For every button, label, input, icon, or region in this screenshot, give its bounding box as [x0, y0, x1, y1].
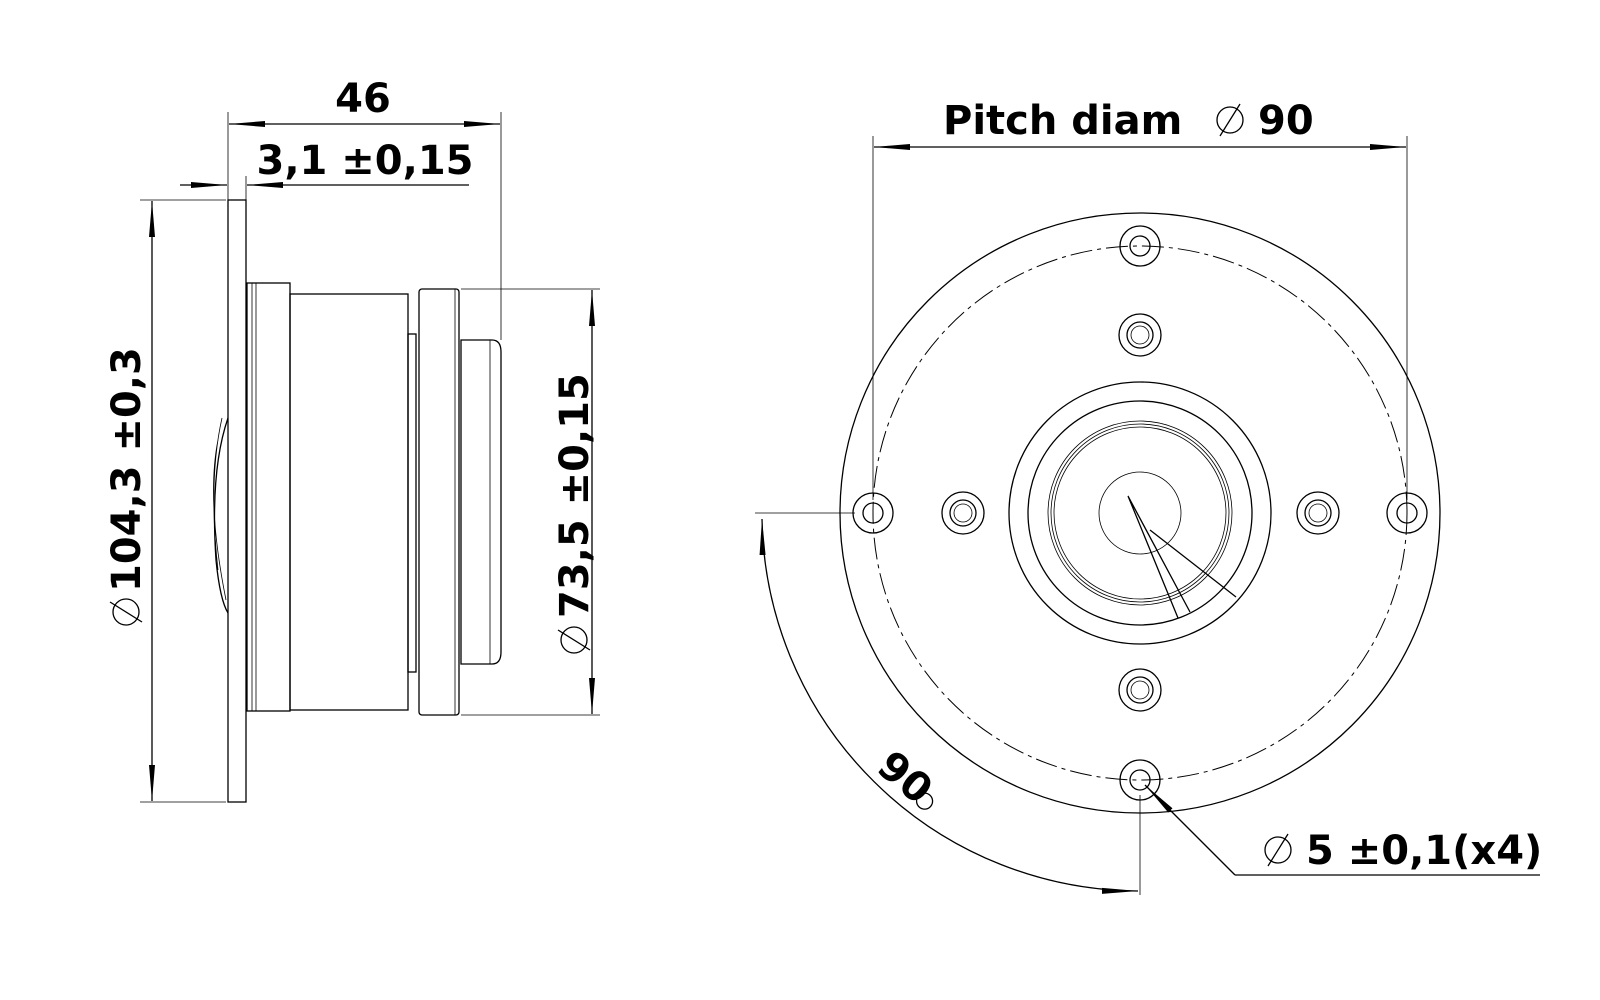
rear-cap — [460, 339, 502, 665]
diameter-symbol-icon — [560, 626, 588, 654]
screws — [941, 313, 1340, 712]
flange — [227, 199, 247, 803]
hole-spec-label: 5 ±0,1(x4) — [1306, 828, 1542, 874]
pitch-circle — [872, 245, 1408, 781]
flange-outline — [839, 212, 1441, 814]
length-label: 46 — [335, 76, 391, 122]
dome — [1098, 471, 1182, 555]
mounting-holes — [852, 225, 1428, 801]
diameter-symbol-icon — [1264, 836, 1292, 864]
front-ring — [246, 282, 291, 712]
side-dimensions: 46 3,1 ±0,15 104,3 ±0,3 73,5 ±0,15 — [104, 76, 600, 803]
rear-plate — [418, 288, 460, 716]
degree-symbol-icon — [915, 792, 934, 810]
flange-diameter-label: 104,3 ±0,3 — [104, 347, 150, 592]
diameter-symbol-icon — [112, 598, 140, 626]
front-view — [839, 212, 1441, 814]
pitch-diameter-value: 90 — [1258, 98, 1314, 144]
angle-label: 90 — [869, 742, 941, 813]
magnet-body — [289, 293, 409, 711]
angle-arc — [759, 518, 1139, 894]
body-diameter-label: 73,5 ±0,15 — [552, 373, 598, 618]
thickness-label: 3,1 ±0,15 — [257, 138, 474, 184]
lead-wires — [1127, 495, 1237, 619]
pitch-diameter-label: Pitch diam — [943, 98, 1182, 144]
hole-leader — [1144, 784, 1236, 876]
side-view — [213, 199, 502, 803]
diameter-symbol-icon — [1216, 106, 1244, 134]
